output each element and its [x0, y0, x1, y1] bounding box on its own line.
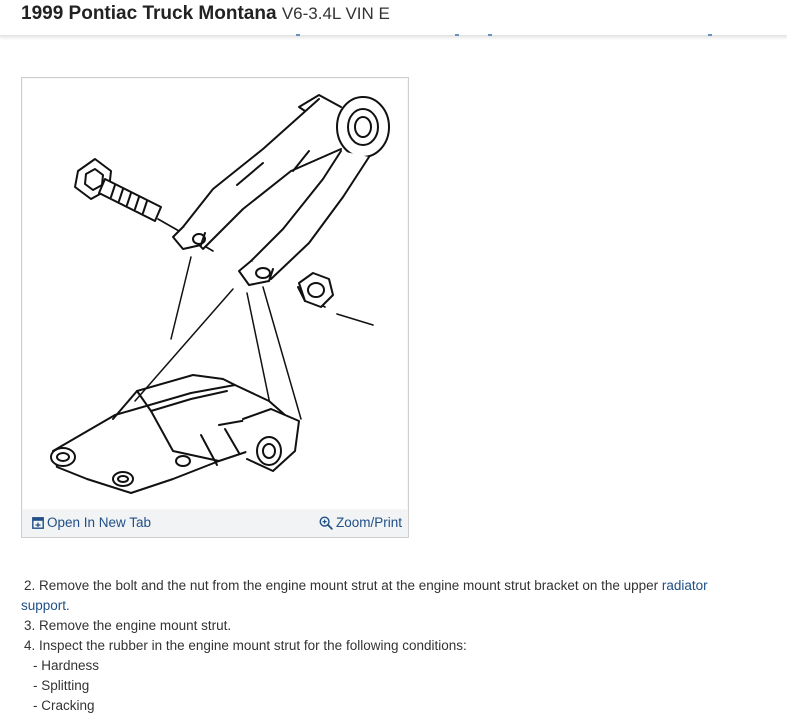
figure-toolbar: Open In New Tab Zoom/Print — [22, 510, 408, 537]
engine-mount-strut-diagram[interactable] — [23, 79, 407, 509]
radiator-link[interactable]: radiator — [661, 578, 708, 593]
figure-card: Open In New Tab Zoom/Print — [21, 77, 409, 538]
zoom-in-icon — [319, 515, 333, 530]
open-in-new-tab-label: Open In New Tab — [47, 515, 152, 530]
open-in-new-tab-icon — [32, 516, 44, 529]
hidden-text-fragment — [455, 34, 459, 36]
hidden-text-fragment — [296, 34, 300, 36]
open-in-new-tab-link[interactable]: Open In New Tab — [32, 515, 151, 530]
radiator-support-link[interactable]: support. — [21, 598, 70, 613]
step-2-text: 2. Remove the bolt and the nut from the … — [24, 578, 662, 593]
zoom-print-link[interactable]: Zoom/Print — [319, 515, 402, 530]
step-3: 3. Remove the engine mount strut. — [24, 618, 232, 633]
step-2-continued: support. — [21, 596, 761, 616]
hidden-text-fragment — [488, 34, 492, 36]
condition-item: - Hardness — [33, 658, 100, 673]
zoom-print-label: Zoom/Print — [335, 515, 402, 530]
vehicle-title: 1999 Pontiac Truck Montana — [21, 3, 277, 24]
page-title: 1999 Pontiac Truck Montana V6-3.4L VIN E — [21, 3, 390, 25]
page-header: 1999 Pontiac Truck Montana V6-3.4L VIN E — [0, 0, 787, 36]
step-2: 2. Remove the bolt and the nut from the … — [21, 576, 761, 596]
hidden-text-fragment — [708, 34, 712, 36]
condition-item: - Cracking — [33, 698, 95, 713]
step-4: 4. Inspect the rubber in the engine moun… — [24, 638, 467, 653]
instruction-steps: 2. Remove the bolt and the nut from the … — [21, 576, 761, 716]
condition-item: - Splitting — [33, 678, 90, 693]
engine-subtitle: V6-3.4L VIN E — [281, 4, 390, 23]
